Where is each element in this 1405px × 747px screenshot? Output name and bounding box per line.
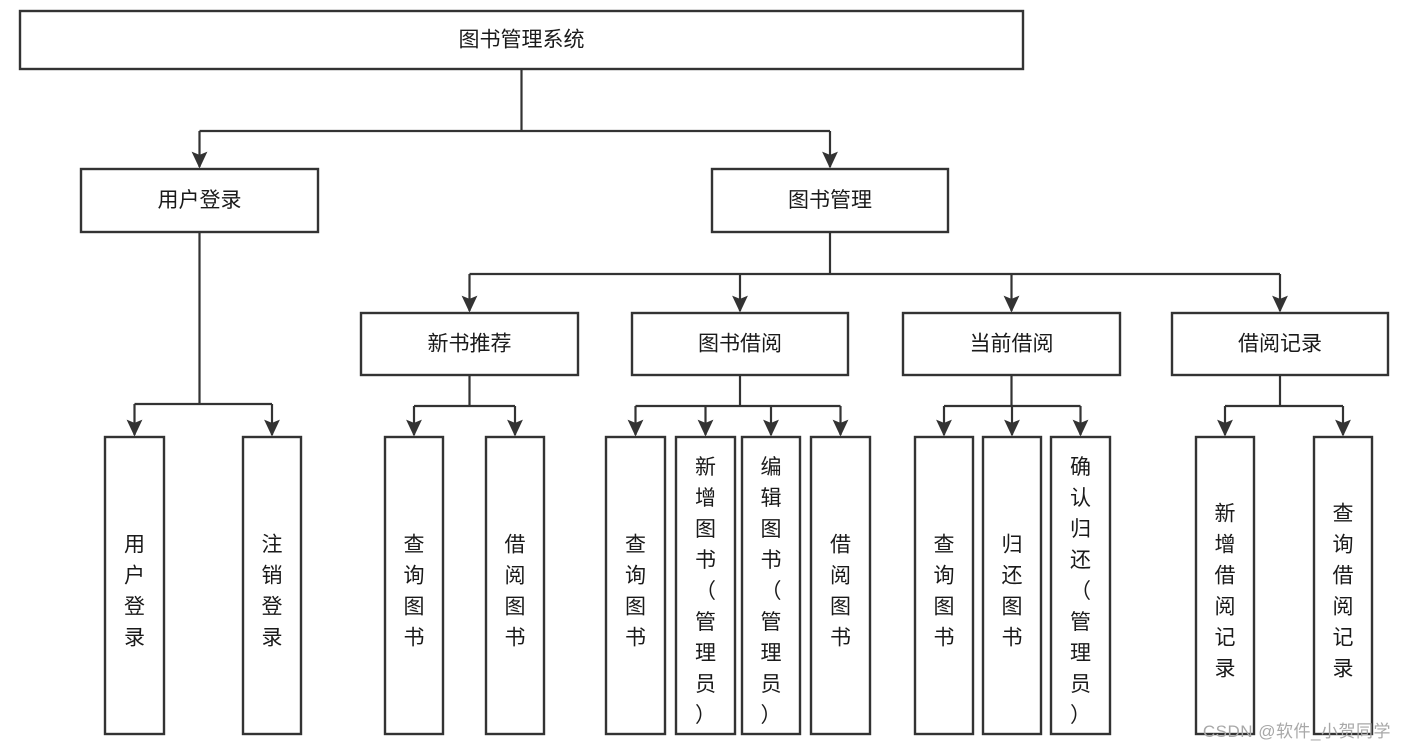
node-label-root: 图书管理系统 — [459, 29, 585, 52]
node-leaf-query-book-cur[interactable]: 查询图书 — [913, 435, 975, 736]
node-root[interactable]: 图书管理系统 — [18, 9, 1025, 71]
node-box-leaf-query-book-cur — [913, 435, 975, 736]
node-label-leaf-add-borrow-record: 新增借阅记录 — [1215, 502, 1236, 680]
node-box-leaf-add-borrow-record — [1194, 435, 1256, 736]
node-leaf-confirm-return-admin[interactable]: 确认归还（管理员） — [1049, 435, 1112, 736]
node-label-leaf-edit-book-admin: 编辑图书（管理员） — [761, 456, 782, 727]
node-box-leaf-add-book-admin — [674, 435, 737, 736]
node-label-leaf-query-book-rec: 查询图书 — [404, 533, 425, 649]
node-label-leaf-user-login: 用户登录 — [124, 533, 145, 649]
node-box-borrow-record — [1170, 311, 1390, 377]
node-book-manage[interactable]: 图书管理 — [710, 167, 950, 234]
node-label-leaf-query-book-cur: 查询图书 — [934, 533, 955, 649]
node-label-current-borrow: 当前借阅 — [970, 333, 1054, 356]
node-box-leaf-borrow-book — [809, 435, 872, 736]
node-label-leaf-borrow-book: 借阅图书 — [830, 533, 851, 649]
node-leaf-query-book-borrow[interactable]: 查询图书 — [604, 435, 667, 736]
node-label-leaf-add-book-admin: 新增图书（管理员） — [695, 456, 716, 727]
node-label-leaf-query-book-borrow: 查询图书 — [625, 533, 646, 649]
node-label-book-manage: 图书管理 — [788, 189, 872, 212]
node-current-borrow[interactable]: 当前借阅 — [901, 311, 1122, 377]
connector-edges — [126, 69, 1351, 437]
node-leaf-add-book-admin[interactable]: 新增图书（管理员） — [674, 435, 737, 736]
node-leaf-add-borrow-record[interactable]: 新增借阅记录 — [1194, 435, 1256, 736]
node-label-leaf-query-borrow-record: 查询借阅记录 — [1333, 502, 1354, 680]
node-box-leaf-query-book-rec — [383, 435, 445, 736]
node-box-book-manage — [710, 167, 950, 234]
node-box-leaf-return-book — [981, 435, 1043, 736]
node-label-leaf-confirm-return-admin: 确认归还（管理员） — [1070, 456, 1091, 727]
node-label-leaf-borrow-book-rec: 借阅图书 — [505, 533, 526, 649]
node-user-login[interactable]: 用户登录 — [79, 167, 320, 234]
node-leaf-user-logout[interactable]: 注销登录 — [241, 435, 303, 736]
node-box-leaf-user-logout — [241, 435, 303, 736]
node-box-new-book-recommend — [359, 311, 580, 377]
node-leaf-borrow-book-rec[interactable]: 借阅图书 — [484, 435, 546, 736]
node-box-current-borrow — [901, 311, 1122, 377]
node-box-leaf-user-login — [103, 435, 166, 736]
node-label-borrow-record: 借阅记录 — [1238, 333, 1322, 356]
node-leaf-query-borrow-record[interactable]: 查询借阅记录 — [1312, 435, 1374, 736]
node-leaf-query-book-rec[interactable]: 查询图书 — [383, 435, 445, 736]
node-label-user-login: 用户登录 — [158, 189, 242, 212]
node-leaf-return-book[interactable]: 归还图书 — [981, 435, 1043, 736]
node-box-user-login — [79, 167, 320, 234]
node-leaf-borrow-book[interactable]: 借阅图书 — [809, 435, 872, 736]
node-box-leaf-query-borrow-record — [1312, 435, 1374, 736]
node-box-root — [18, 9, 1025, 71]
node-box-leaf-borrow-book-rec — [484, 435, 546, 736]
node-borrow-record[interactable]: 借阅记录 — [1170, 311, 1390, 377]
node-box-leaf-confirm-return-admin — [1049, 435, 1112, 736]
node-box-leaf-query-book-borrow — [604, 435, 667, 736]
node-label-new-book-recommend: 新书推荐 — [428, 333, 512, 356]
node-box-book-borrow — [630, 311, 850, 377]
node-label-leaf-user-logout: 注销登录 — [262, 533, 283, 649]
node-new-book-recommend[interactable]: 新书推荐 — [359, 311, 580, 377]
node-book-borrow[interactable]: 图书借阅 — [630, 311, 850, 377]
node-label-leaf-return-book: 归还图书 — [1002, 533, 1023, 649]
node-leaf-user-login[interactable]: 用户登录 — [103, 435, 166, 736]
node-boxes: 图书管理系统用户登录图书管理新书推荐图书借阅当前借阅借阅记录用户登录注销登录查询… — [18, 9, 1390, 736]
node-label-book-borrow: 图书借阅 — [698, 333, 782, 356]
node-box-leaf-edit-book-admin — [740, 435, 802, 736]
node-leaf-edit-book-admin[interactable]: 编辑图书（管理员） — [740, 435, 802, 736]
